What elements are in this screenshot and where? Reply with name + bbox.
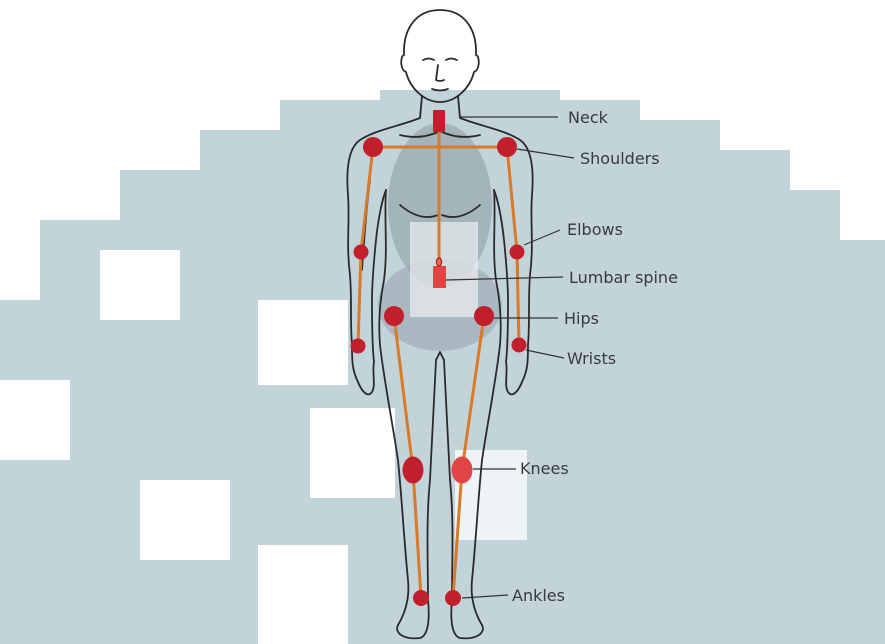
neck-joint-marker <box>433 110 445 132</box>
label-ankles: Ankles <box>512 586 565 605</box>
left-shoulder-joint-marker <box>363 137 383 157</box>
label-shoulders: Shoulders <box>580 149 660 168</box>
right-shoulder-joint-marker <box>497 137 517 157</box>
left-elbow-joint-marker <box>354 245 369 260</box>
right-elbow-joint-marker <box>510 245 525 260</box>
right-wrist-joint-marker <box>512 338 527 353</box>
right-knee-joint-marker <box>452 457 473 484</box>
left-wrist-joint-marker <box>351 339 366 354</box>
left-knee-joint-marker <box>403 457 424 484</box>
label-wrists: Wrists <box>567 349 616 368</box>
label-neck: Neck <box>568 108 609 127</box>
label-elbows: Elbows <box>567 220 623 239</box>
right-hip-joint-marker <box>474 306 494 326</box>
lumbar-spine-joint-marker <box>433 266 446 288</box>
label-knees: Knees <box>520 459 569 478</box>
label-hips: Hips <box>564 309 599 328</box>
left-hip-joint-marker <box>384 306 404 326</box>
left-ankle-joint-marker <box>413 590 429 606</box>
label-lumbar-spine: Lumbar spine <box>569 268 678 287</box>
right-ankle-joint-marker <box>445 590 461 606</box>
